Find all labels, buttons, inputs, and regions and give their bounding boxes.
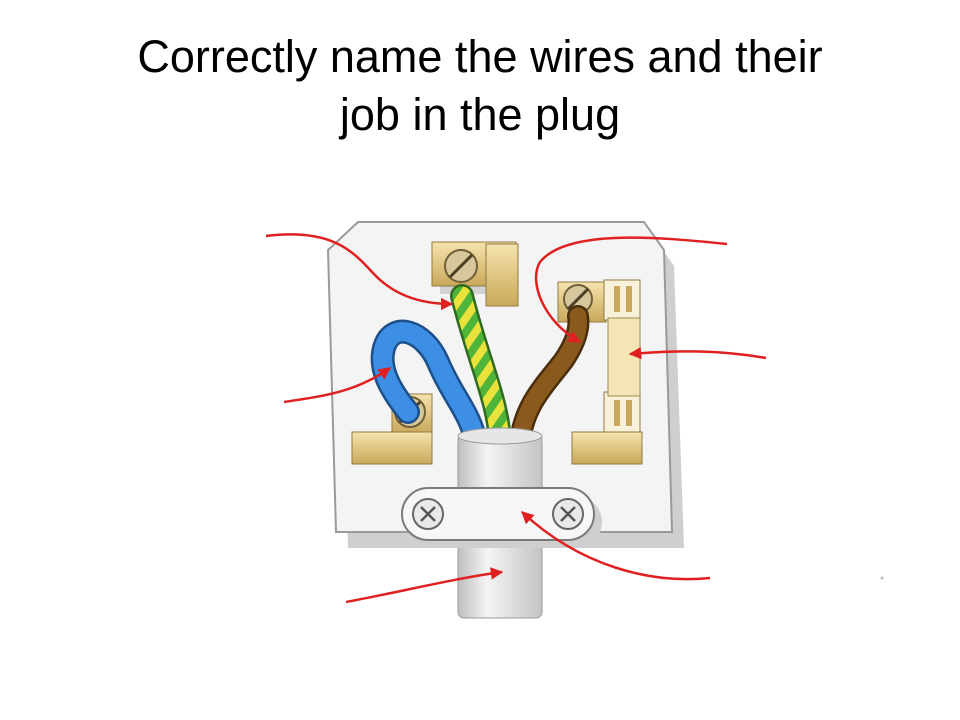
fuse-holder [571, 279, 643, 465]
live-wire [509, 305, 590, 453]
arrow-icon [265, 233, 767, 604]
speck [880, 576, 884, 580]
live-terminal [557, 281, 607, 323]
title-line-1: Correctly name the wires and their [137, 31, 823, 82]
earth-wire [450, 284, 512, 454]
arrow-to-live-wire [534, 236, 728, 344]
slide-title: Correctly name the wires and their job i… [0, 28, 960, 144]
arrow-to-earth-wire [265, 233, 454, 311]
arrow-to-cable-grip [521, 511, 711, 581]
arrow-to-fuse [628, 346, 767, 360]
screw-icon [412, 498, 444, 530]
cable-grip [401, 487, 602, 548]
earth-terminal [431, 241, 519, 307]
screw-icon [552, 498, 584, 530]
arrow-to-neutral-wire [283, 366, 392, 404]
title-line-2: job in the plug [339, 89, 621, 140]
screw-icon [444, 249, 478, 283]
arrow-to-cable [345, 567, 504, 604]
fuse [607, 317, 641, 397]
